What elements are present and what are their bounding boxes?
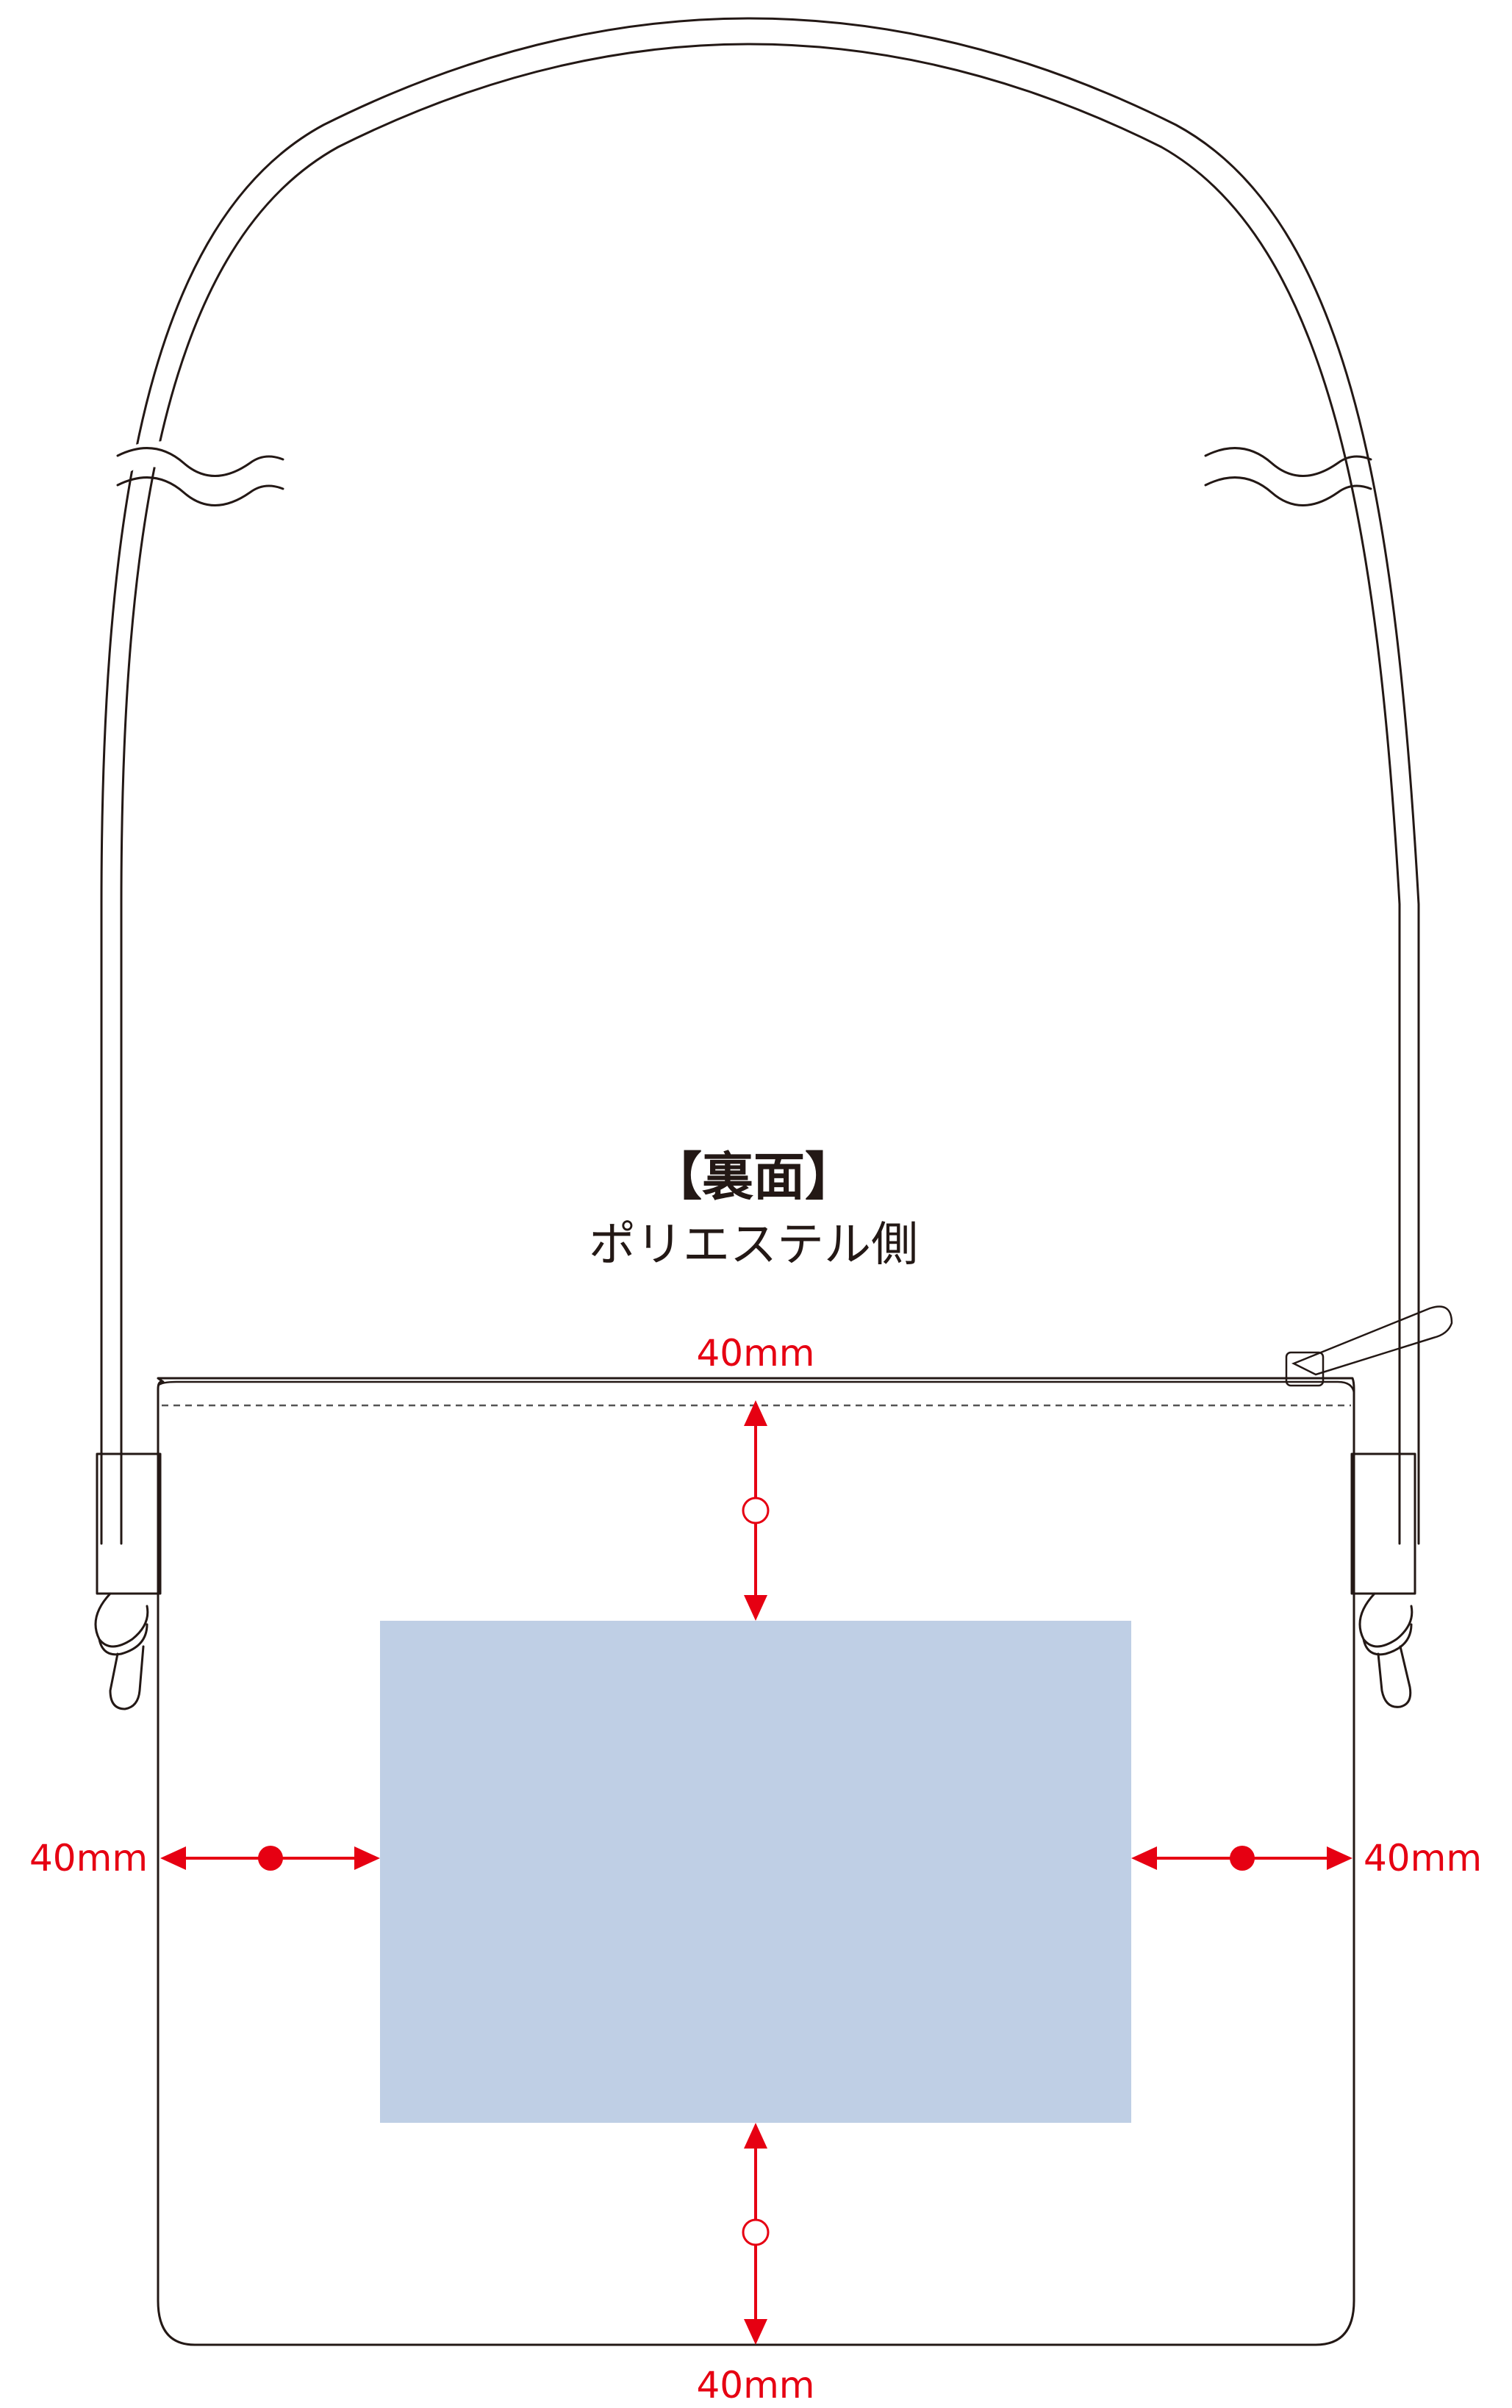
strap-outer-edge (100, 17, 1420, 1545)
zipper-slider (1285, 1351, 1325, 1387)
dimension-bottom-arrow-up (744, 2123, 767, 2149)
dimension-right: 40mm (1131, 1837, 1482, 1880)
strap-inner-edge (120, 43, 1401, 1545)
dimension-right-label: 40mm (1364, 1837, 1482, 1880)
cord-tail-left (109, 1645, 145, 1710)
strap-break-left (110, 441, 287, 515)
zipper-pull (1285, 1305, 1453, 1387)
dimension-left: 40mm (29, 1837, 380, 1880)
dimension-left-arrow-left (160, 1846, 186, 1870)
dimension-top-marker (742, 1497, 770, 1524)
cord-stopper-right (1350, 1452, 1416, 1595)
cord-knot-left (94, 1592, 149, 1656)
dimension-right-arrow-left (1131, 1846, 1157, 1870)
bag-outline (157, 1377, 1355, 2346)
strap-break-right (1204, 447, 1372, 506)
dimension-left-arrow-right (354, 1846, 380, 1870)
break-wave-upper-right (1204, 447, 1372, 477)
cord-stopper-left (96, 1452, 162, 1595)
dimension-top-arrow-down (744, 1595, 767, 1621)
cord-knot-right (1358, 1592, 1414, 1656)
side-subtitle: ポリエステル側 (589, 1218, 918, 1272)
zipper-band (157, 1380, 1355, 1394)
dimension-top-label: 40mm (696, 1332, 814, 1375)
dimension-left-label: 40mm (29, 1837, 148, 1880)
dimension-bottom: 40mm (696, 2123, 815, 2407)
dimension-top-arrow-up (744, 1400, 767, 1426)
break-wave-lower-right (1204, 476, 1372, 506)
break-wave-lower-left (116, 476, 284, 506)
dimension-left-marker (258, 1846, 283, 1871)
strap-end-right (1350, 1452, 1416, 1708)
break-wave-upper-left (116, 447, 284, 477)
cord-tail-right (1377, 1645, 1412, 1708)
shoulder-strap (100, 17, 1420, 1545)
dimension-top: 40mm (696, 1332, 815, 1621)
dimension-bottom-arrow-down (744, 2319, 767, 2345)
strap-end-left (94, 1452, 162, 1710)
zipper-tab (1291, 1305, 1453, 1376)
side-title: 【裏面】 (651, 1147, 856, 1207)
dimension-bottom-marker (742, 2218, 770, 2246)
print-area (380, 1621, 1131, 2123)
dimension-right-arrow-right (1327, 1846, 1352, 1870)
dimension-bottom-label: 40mm (696, 2364, 814, 2407)
dimension-right-marker (1230, 1846, 1255, 1871)
